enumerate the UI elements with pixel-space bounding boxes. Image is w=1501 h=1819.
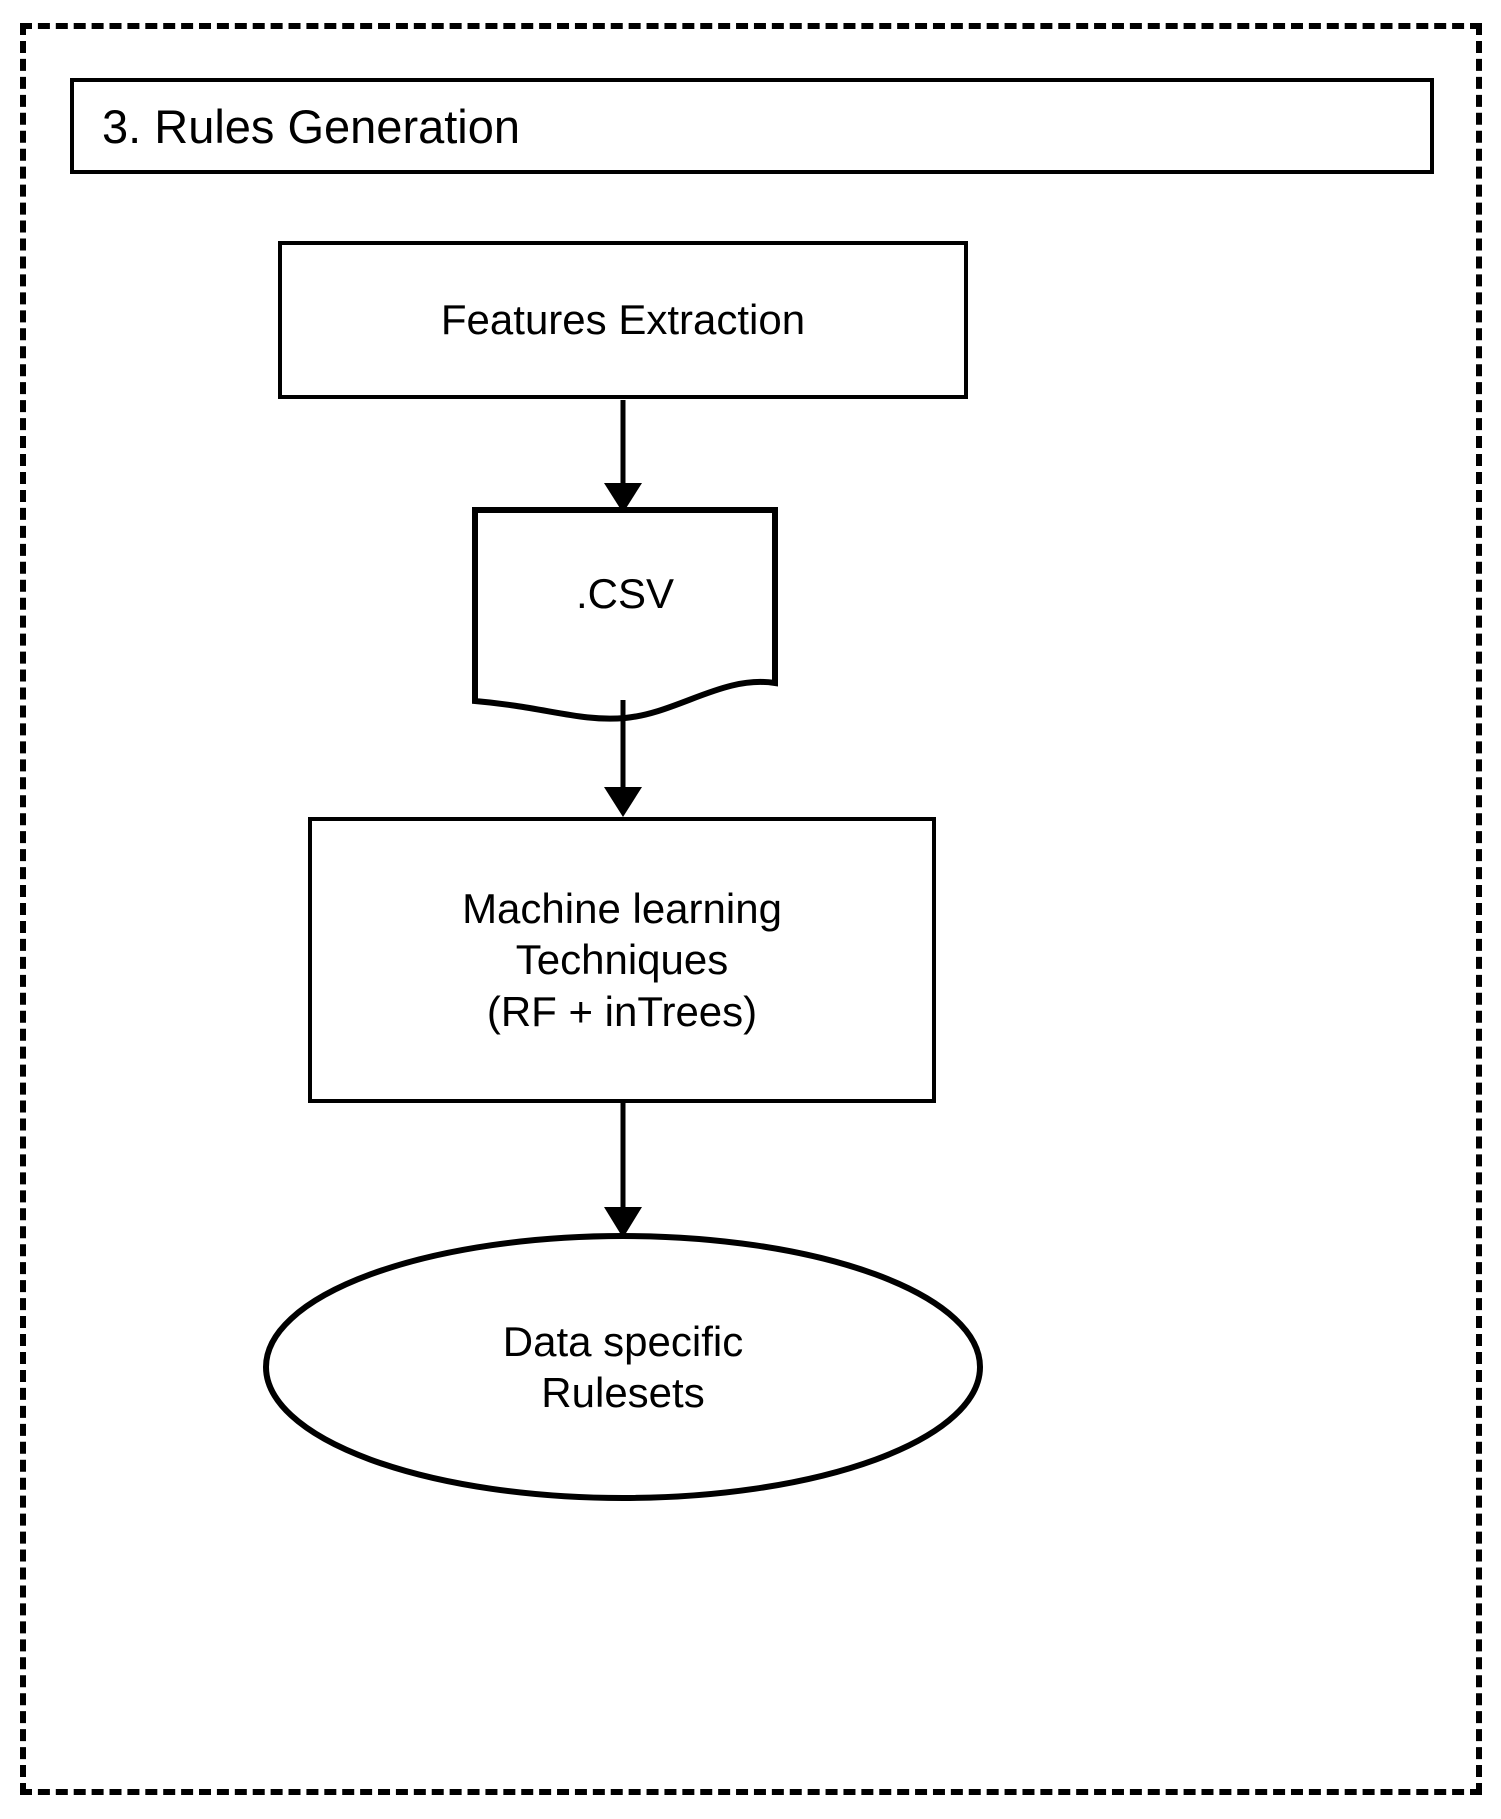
node-data-specific-rulesets: Data specific Rulesets <box>262 1232 984 1502</box>
stage-dashed-border <box>20 23 1482 1795</box>
node-ml-techniques: Machine learning Techniques (RF + inTree… <box>308 817 936 1103</box>
document-shape-icon <box>472 507 778 722</box>
stage-title-box: 3. Rules Generation <box>70 78 1434 174</box>
node-data-specific-rulesets-label: Data specific Rulesets <box>502 1317 744 1416</box>
node-csv-file-label: .CSV <box>575 570 675 617</box>
node-ml-techniques-label: Machine learning Techniques (RF + inTree… <box>462 885 782 1035</box>
ellipse-shape-icon <box>263 1233 983 1501</box>
node-features-extraction-label: Features Extraction <box>440 296 806 344</box>
page-title: 3. Rules Generation <box>102 99 521 153</box>
node-features-extraction: Features Extraction <box>278 241 968 399</box>
node-csv-file: .CSV <box>470 505 780 735</box>
